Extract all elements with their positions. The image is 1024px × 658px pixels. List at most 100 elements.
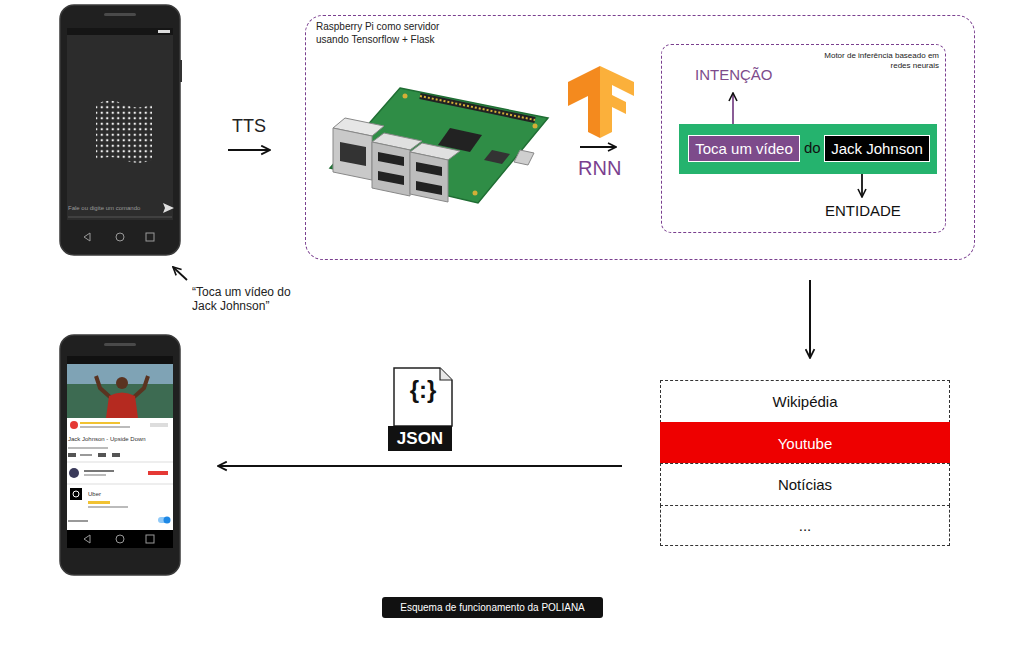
tensorflow-logo — [568, 66, 634, 138]
source-name: Wikipédia — [772, 393, 837, 410]
app-icon — [70, 488, 82, 500]
nav-recent — [146, 233, 154, 241]
video-frame — [67, 364, 173, 418]
intent-text: Toca um vídeo — [695, 140, 793, 157]
flow-arrow — [809, 280, 811, 358]
subscribe-button — [148, 471, 168, 475]
screen-text: Uber — [88, 491, 148, 498]
source-name: ... — [799, 517, 812, 534]
app-rating — [88, 501, 110, 504]
screen-text: Jack Johnson - Upside Down — [68, 436, 168, 443]
raspberry-pi-board — [330, 88, 548, 203]
ad-line — [80, 426, 130, 428]
mount-hole — [533, 124, 538, 129]
server-region: Raspberry Pi como servidor usando Tensor… — [305, 15, 975, 260]
autoplay-knob — [164, 517, 171, 524]
chip — [484, 150, 510, 164]
like-count — [80, 454, 92, 456]
status-icons — [158, 30, 170, 33]
like-icon — [68, 453, 76, 457]
share-icon — [112, 453, 120, 457]
divider — [67, 462, 173, 463]
intent-label: INTENÇÃO — [695, 66, 773, 83]
ad-button — [150, 423, 168, 427]
divider — [67, 484, 173, 485]
app-icon-mark — [73, 491, 79, 497]
singer-arm — [134, 376, 148, 397]
gpio-pins — [420, 96, 535, 120]
phone-body — [60, 5, 180, 255]
caption-anchor: Esquema de funcionamento da POLIANA — [382, 597, 603, 618]
phone-screen: Jack Johnson - Upside DownUber — [60, 335, 180, 575]
ad-icon — [70, 421, 78, 429]
logo-left — [568, 66, 600, 138]
speech-quote: “Toca um vídeo do Jack Johnson” — [192, 285, 296, 314]
nav-home — [116, 535, 124, 543]
app-line — [88, 506, 128, 508]
sentence-band: do Toca um vídeo Jack Johnson — [679, 124, 937, 174]
singer-head — [116, 377, 128, 389]
singer-arm — [96, 376, 110, 397]
source-name: Youtube — [778, 435, 833, 452]
voice-dot-grid — [96, 101, 152, 164]
entity-label: ENTIDADE — [825, 202, 901, 219]
phone-speaker — [104, 13, 136, 16]
channel-avatar — [69, 468, 79, 478]
nav-back — [84, 535, 90, 543]
input-hint: Fale ou digite um comando — [68, 205, 158, 212]
usb-port — [372, 142, 410, 196]
file-fold — [440, 368, 452, 380]
file-page — [394, 368, 452, 426]
phone-screen: Fale ou digite um comando — [60, 5, 180, 255]
usb-port — [410, 152, 448, 202]
nav-back — [84, 233, 90, 241]
singer-shirt — [106, 393, 138, 419]
json-braces: {:} — [394, 376, 452, 404]
rnn-arrow — [580, 146, 616, 148]
phone-speaker — [104, 343, 136, 346]
mount-hole — [473, 191, 478, 196]
source-row: Youtube — [660, 422, 950, 464]
label-anchor: {:} — [394, 376, 452, 404]
autoplay-toggle — [158, 517, 170, 523]
connector-word: do — [804, 124, 821, 172]
json-label: JSON — [388, 428, 452, 449]
nav-bar — [67, 530, 173, 548]
phone-handset — [60, 5, 182, 255]
source-row: Wikipédia — [660, 380, 950, 423]
label-anchor: INTENÇÃO — [695, 66, 773, 83]
label-anchor: ENTIDADE — [825, 202, 901, 219]
source-row: ... — [660, 505, 950, 546]
phone-handset — [60, 335, 180, 575]
input-underline — [68, 217, 172, 218]
source-name: Notícias — [778, 476, 832, 493]
phone-body — [60, 335, 180, 575]
dislike-icon — [98, 453, 106, 457]
caption: Esquema de funcionamento da POLIANA — [382, 597, 603, 618]
label-anchor: “Toca um vídeo do Jack Johnson” — [192, 285, 296, 314]
source-row: Notícias — [660, 463, 950, 506]
view-count — [68, 447, 108, 449]
status-bar — [67, 28, 173, 35]
label-anchor: RNN — [578, 157, 621, 180]
phone-screen — [67, 356, 173, 548]
usb-slot — [416, 162, 442, 176]
status-bar — [67, 356, 173, 364]
usb-slot — [416, 181, 442, 195]
gpio-header — [420, 96, 535, 120]
hdmi-port — [514, 150, 534, 165]
channel-line — [84, 474, 106, 476]
speech-arrow — [173, 267, 187, 280]
region-heading: Raspberry Pi como servidor usando Tensor… — [316, 21, 466, 46]
mount-hole — [403, 94, 408, 99]
nav-home — [116, 233, 124, 241]
entity-text: Jack Johnson — [831, 140, 923, 157]
channel-line — [84, 470, 114, 472]
nav-recent — [146, 535, 154, 543]
send-icon — [163, 203, 174, 213]
ethernet-port — [333, 128, 372, 180]
